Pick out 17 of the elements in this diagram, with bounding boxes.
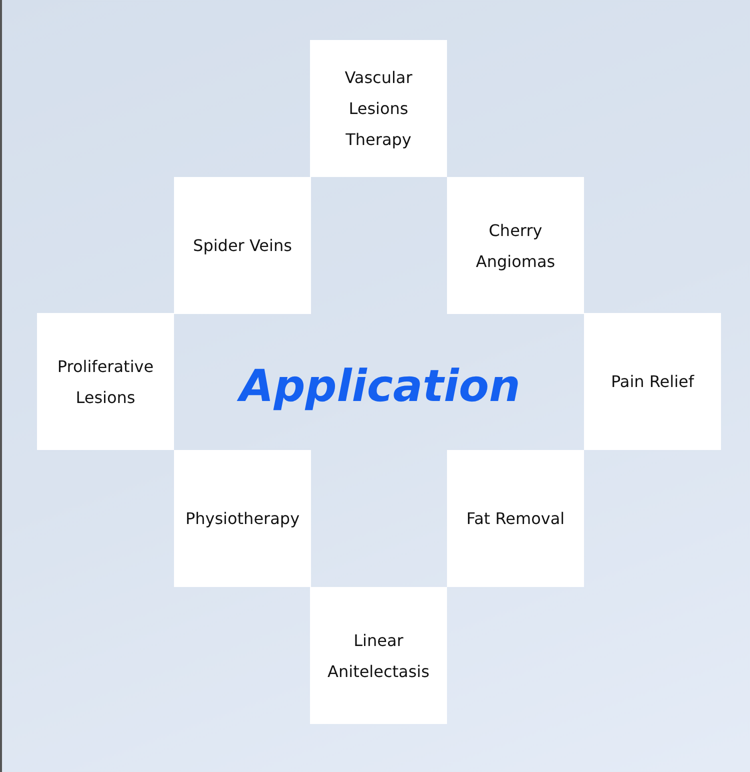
application-tile <box>447 450 584 587</box>
tile-label: Linear Anitelectasis <box>326 630 430 682</box>
tile-label: Pain Relief <box>610 371 694 393</box>
application-tile <box>310 40 447 177</box>
tile-label: Fat Removal <box>466 508 565 530</box>
title: Application <box>232 360 528 414</box>
tile-label: Cherry Angiomas <box>474 220 556 272</box>
tile-label: Proliferative Lesions <box>56 356 155 408</box>
tile-label: Spider Veins <box>193 235 292 257</box>
tile-label: Physiotherapy <box>185 508 300 530</box>
application-tile <box>447 177 584 314</box>
application-tile <box>310 587 447 724</box>
tile-label: Vascular Lesions Therapy <box>344 67 414 151</box>
application-tile <box>174 177 311 314</box>
application-tile <box>37 313 174 450</box>
application-tile <box>584 313 721 450</box>
application-tile <box>174 450 311 587</box>
